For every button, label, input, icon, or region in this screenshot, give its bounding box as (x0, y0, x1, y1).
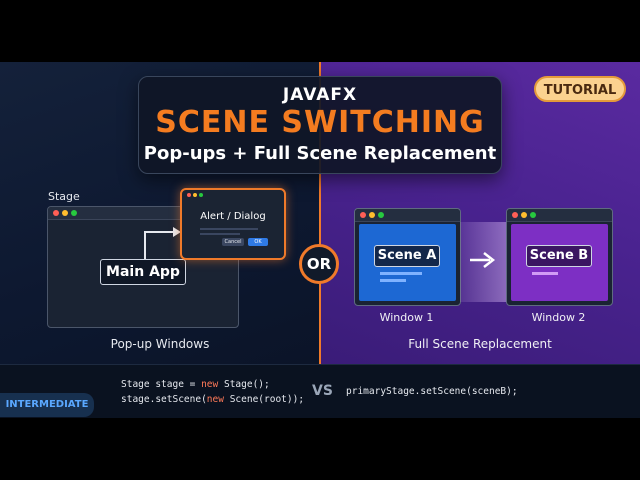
window-2-label: Window 2 (531, 311, 586, 324)
close-dot-icon (187, 193, 191, 197)
close-dot-icon (512, 212, 518, 218)
dialog-titlebar (182, 190, 284, 200)
maximize-dot-icon (378, 212, 384, 218)
dialog-title: Alert / Dialog (200, 211, 266, 222)
letterbox-top (0, 0, 640, 62)
popup-windows-caption: Pop-up Windows (110, 337, 210, 351)
alert-dialog: Alert / Dialog Cancel OK (180, 188, 286, 260)
scene-b-line (532, 272, 558, 275)
code-strip (0, 364, 640, 419)
dialog-text-line (200, 233, 240, 235)
code-line-1: Stage stage = new Stage(); (121, 379, 270, 390)
arrow-right-icon (470, 252, 496, 268)
title-scene-switching: SCENE SWITCHING (155, 105, 485, 140)
or-badge: OR (299, 244, 339, 284)
stage-label: Stage (48, 190, 80, 203)
window-titlebar (355, 209, 460, 222)
dialog-text-line (200, 228, 258, 230)
dialog-ok-button[interactable]: OK (248, 238, 268, 246)
close-dot-icon (53, 210, 59, 216)
vs-label: VS (312, 383, 333, 399)
scene-a-line (380, 279, 406, 282)
maximize-dot-icon (530, 212, 536, 218)
scene-a-label: Scene A (374, 245, 440, 267)
dialog-cancel-button[interactable]: Cancel (222, 238, 244, 246)
scene-b-label: Scene B (526, 245, 592, 267)
title-javafx: JAVAFX (282, 85, 358, 105)
minimize-dot-icon (521, 212, 527, 218)
scene-a-line (380, 272, 422, 275)
subtitle: Pop-ups + Full Scene Replacement (143, 143, 497, 164)
minimize-dot-icon (369, 212, 375, 218)
tutorial-badge: TUTORIAL (534, 76, 626, 102)
minimize-dot-icon (193, 193, 197, 197)
window-titlebar (507, 209, 612, 222)
minimize-dot-icon (62, 210, 68, 216)
full-scene-caption: Full Scene Replacement (408, 337, 552, 351)
letterbox-bottom (0, 418, 640, 480)
transition-band (460, 222, 508, 302)
maximize-dot-icon (199, 193, 203, 197)
level-badge: INTERMEDIATE (0, 393, 94, 417)
main-app-label: Main App (100, 259, 186, 285)
maximize-dot-icon (71, 210, 77, 216)
arrow-up-right-icon (144, 227, 181, 259)
code-line-right: primaryStage.setScene(sceneB); (346, 386, 518, 397)
window-1-label: Window 1 (379, 311, 434, 324)
title-card: JAVAFX SCENE SWITCHING Pop-ups + Full Sc… (138, 76, 502, 174)
close-dot-icon (360, 212, 366, 218)
center-divider (319, 62, 321, 364)
code-line-2: stage.setScene(new Scene(root)); (121, 394, 305, 405)
